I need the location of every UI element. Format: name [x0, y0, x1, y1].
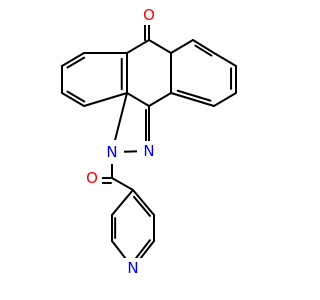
bond — [66, 56, 86, 69]
bond — [61, 92, 85, 107]
bond — [132, 239, 151, 262]
bond — [194, 44, 213, 57]
bond-layer — [61, 14, 237, 269]
bond — [213, 52, 237, 67]
bond — [170, 39, 194, 54]
pyridine-nitrogen-background — [123, 258, 143, 278]
amide-oxygen-background — [82, 168, 102, 188]
pyrazole-n2-label: N — [143, 142, 154, 160]
bond — [126, 39, 150, 54]
bond — [148, 92, 172, 107]
ketone-oxygen-label: O — [143, 6, 155, 24]
molecule-structure: O N N O N — [61, 5, 237, 278]
bond — [132, 195, 151, 217]
amide-oxygen-label: O — [86, 169, 98, 187]
bond — [61, 52, 85, 67]
pyrazole-n1-label: N — [106, 143, 117, 161]
bond — [111, 189, 134, 216]
bond — [213, 92, 237, 107]
pyrazole-n1-background — [100, 140, 124, 164]
bond — [192, 39, 215, 54]
pyridine-nitrogen-label: N — [127, 259, 138, 277]
bond — [111, 177, 134, 191]
bond — [66, 90, 86, 103]
bond — [83, 92, 128, 107]
bond — [176, 89, 212, 102]
bond — [148, 39, 172, 54]
bond — [126, 92, 150, 107]
pyrazole-n2-background — [137, 141, 161, 161]
bond — [170, 92, 215, 107]
ketone-oxygen-background — [139, 5, 159, 25]
bond — [132, 189, 155, 216]
